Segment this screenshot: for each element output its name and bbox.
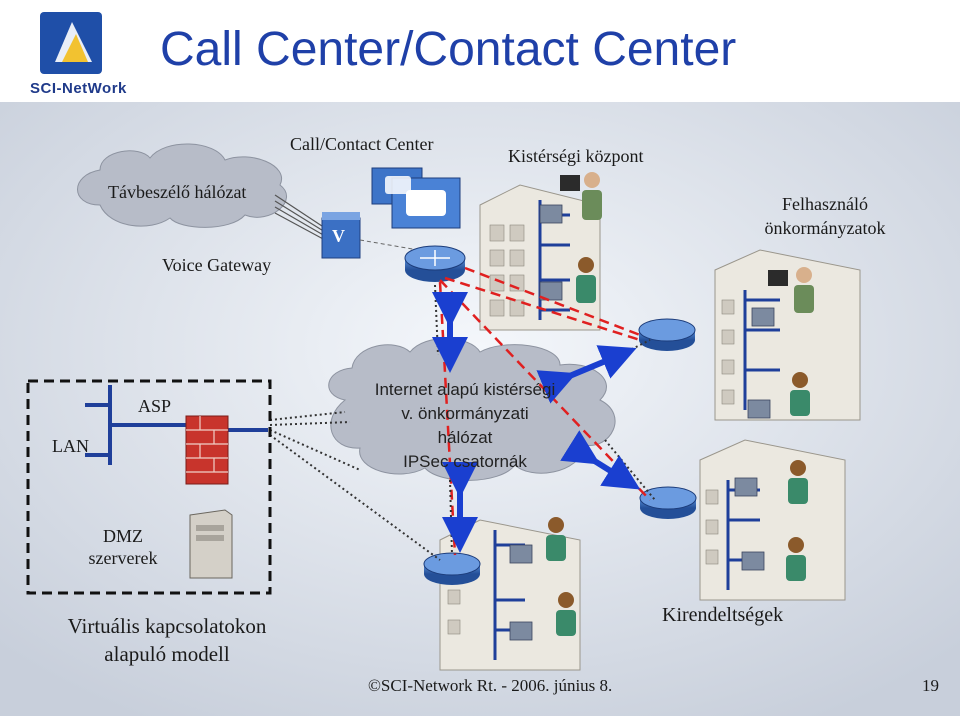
cloud-line-1: Internet alapú kistérségi	[374, 380, 556, 399]
firewall	[185, 415, 229, 485]
trunk-lines	[274, 194, 326, 241]
router-bottom-center	[423, 552, 481, 585]
label-virtualis: Virtuális kapcsolatokon	[67, 614, 267, 638]
label-lan: LAN	[52, 436, 89, 456]
connection-arrows	[432, 292, 641, 553]
label-call-contact-center: Call/Contact Center	[290, 134, 434, 154]
gateway-symbol: V	[332, 226, 345, 246]
cloud-line-3: hálózat	[437, 428, 493, 447]
voice-gateway-device	[321, 212, 361, 259]
operators	[546, 172, 814, 636]
asp-box	[26, 379, 272, 595]
router-top-right	[638, 318, 696, 351]
phones	[509, 204, 775, 641]
cloud-text: Internet alapú kistérségi v. önkormányza…	[340, 378, 590, 474]
central-router	[404, 245, 466, 282]
cloud-line-2: v. önkormányzati	[401, 404, 529, 423]
cloud-line-4: IPSec csatornák	[403, 452, 527, 471]
label-szerverek: szerverek	[88, 548, 158, 568]
label-onkormanyzatok: önkormányzatok	[764, 218, 886, 238]
label-kirendeltsegek: Kirendeltségek	[662, 604, 784, 626]
label-voice-gateway: Voice Gateway	[162, 255, 272, 275]
dmz-server	[189, 509, 233, 579]
label-felhasznalo: Felhasználó	[782, 194, 868, 214]
building-top-right	[714, 249, 861, 421]
label-alapulo-modell: alapuló modell	[104, 642, 230, 666]
logo-text: SCI-NetWork	[30, 80, 127, 97]
asp-lan	[85, 385, 268, 465]
label-asp: ASP	[138, 396, 172, 416]
label-kistersegi-kozpont: Kistérségi központ	[508, 146, 644, 166]
monitors	[560, 175, 788, 286]
building-bottom-right	[699, 439, 846, 601]
call-center-device	[371, 167, 461, 229]
label-tavbeszelo-halozat: Távbeszélő hálózat	[108, 182, 247, 202]
page-number: 19	[922, 676, 939, 695]
page-title: Call Center/Contact Center	[160, 23, 737, 76]
router-bottom-right	[639, 486, 697, 519]
footer-copyright: ©SCI-Network Rt. - 2006. június 8.	[368, 676, 613, 695]
central-building	[479, 184, 601, 331]
label-dmz: DMZ	[103, 526, 143, 546]
sci-network-logo	[40, 12, 102, 74]
telephone-network-cloud	[77, 143, 287, 228]
